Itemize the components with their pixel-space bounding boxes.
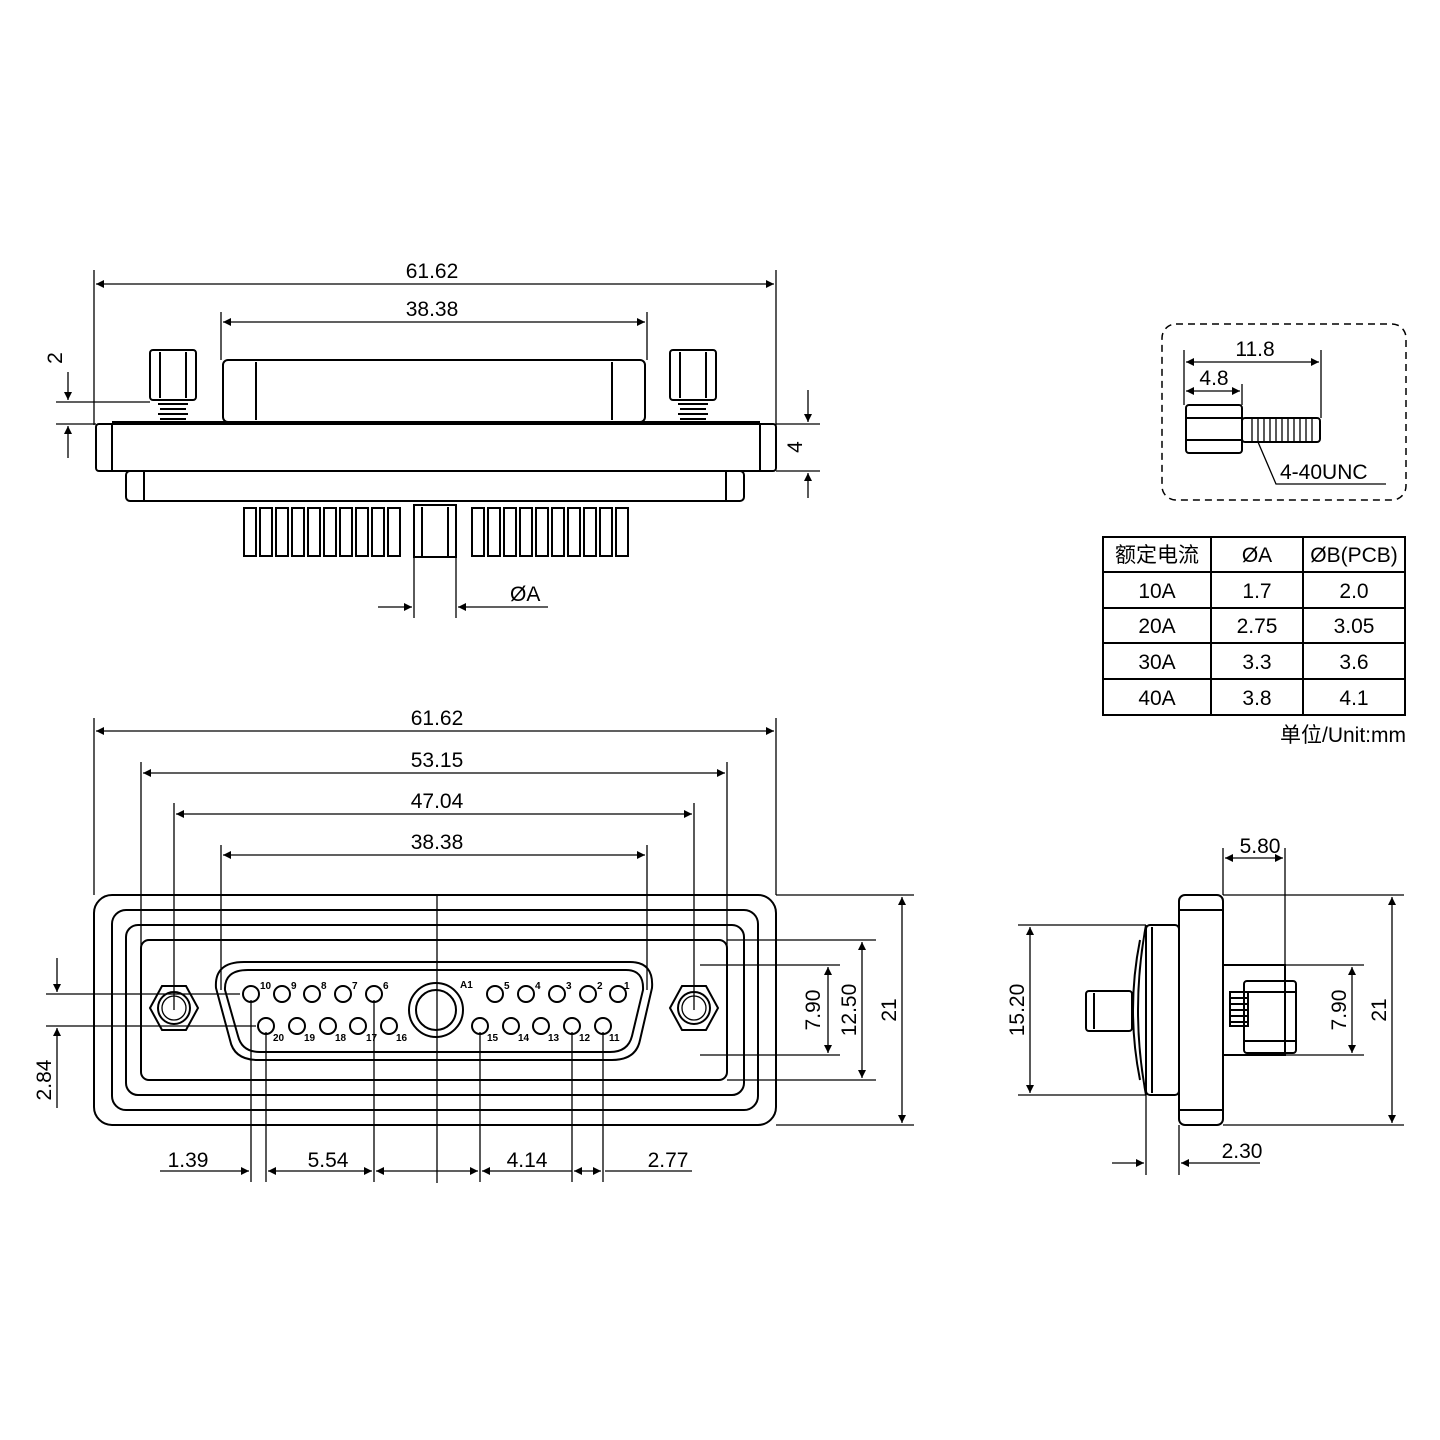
front-hole-span: 53.15 — [411, 749, 464, 772]
pin-label: 3 — [566, 981, 572, 992]
table-cell: 2.0 — [1339, 580, 1368, 603]
table-cell: 3.6 — [1339, 651, 1368, 674]
table-cell: 3.3 — [1242, 651, 1271, 674]
table-cell: 10A — [1138, 580, 1175, 603]
top-height-4: 4 — [784, 441, 807, 453]
front-mount-span: 47.04 — [411, 790, 464, 813]
front-shell-width: 38.38 — [411, 831, 464, 854]
front-d-277: 2.77 — [648, 1149, 689, 1172]
table-cell: 3.05 — [1334, 615, 1375, 638]
table-cell: 2.75 — [1237, 615, 1278, 638]
side-d-580: 5.80 — [1240, 835, 1281, 858]
top-pin-dia: ØA — [510, 583, 540, 606]
pin-label: 20 — [273, 1033, 285, 1044]
table-cell: 1.7 — [1242, 580, 1271, 603]
unit-note: 单位/Unit:mm — [1280, 724, 1406, 747]
side-d-790: 7.90 — [1328, 990, 1351, 1031]
pin-label: 14 — [518, 1033, 530, 1044]
pin-label: 9 — [291, 981, 297, 992]
side-d-21: 21 — [1368, 998, 1391, 1021]
top-view: 61.62 38.38 — [44, 260, 820, 618]
table-cell: 30A — [1138, 651, 1175, 674]
screw-len-hex: 4.8 — [1199, 367, 1228, 390]
table-header-current: 额定电流 — [1115, 544, 1199, 567]
front-d-139: 1.39 — [168, 1149, 209, 1172]
pin-label: 8 — [321, 981, 327, 992]
table-cell: 3.8 — [1242, 687, 1271, 710]
pin-label: 2 — [597, 981, 603, 992]
pin-label: 6 — [383, 981, 389, 992]
top-shell-width: 38.38 — [406, 298, 459, 321]
front-d-554: 5.54 — [308, 1149, 349, 1172]
coax-label: A1 — [460, 980, 473, 991]
pin-label: 15 — [487, 1033, 499, 1044]
top-height-2: 2 — [44, 352, 67, 364]
front-view: 61.62 53.15 47.04 38.38 A1 — [33, 707, 914, 1183]
pin-label: 7 — [352, 981, 358, 992]
pin-label: 18 — [335, 1033, 347, 1044]
pin-label: 12 — [579, 1033, 591, 1044]
pin-label: 17 — [366, 1033, 378, 1044]
pin-label: 1 — [624, 981, 630, 992]
pin-label: 13 — [548, 1033, 560, 1044]
front-d-790: 7.90 — [802, 990, 825, 1031]
pin-label: 19 — [304, 1033, 316, 1044]
front-d-21: 21 — [878, 998, 901, 1021]
top-overall-width: 61.62 — [406, 260, 459, 283]
pin-label: 5 — [504, 981, 510, 992]
table-cell: 40A — [1138, 687, 1175, 710]
side-d-230: 2.30 — [1222, 1140, 1263, 1163]
table-cell: 20A — [1138, 615, 1175, 638]
front-overall-width: 61.62 — [411, 707, 464, 730]
pin-label: 4 — [535, 981, 541, 992]
front-d-1250: 12.50 — [838, 984, 861, 1037]
front-d-414: 4.14 — [507, 1149, 548, 1172]
table-header-dia-b: ØB(PCB) — [1310, 544, 1398, 567]
screw-len-total: 11.8 — [1235, 338, 1274, 361]
table-cell: 4.1 — [1339, 687, 1368, 710]
screw-detail: 11.8 4.8 4-40UNC — [1161, 323, 1407, 501]
pin-label: 11 — [609, 1033, 620, 1044]
table-header-dia-a: ØA — [1242, 544, 1272, 567]
side-d-1520: 15.20 — [1006, 984, 1029, 1037]
pin-label: 16 — [396, 1033, 408, 1044]
spec-table: 额定电流 ØA ØB(PCB) 10A 1.7 2.0 20A 2.75 3.0… — [1102, 536, 1406, 747]
pin-label: 10 — [260, 981, 272, 992]
side-view: 5.80 15.20 7.90 21 2.30 — [1006, 835, 1404, 1175]
screw-thread: 4-40UNC — [1280, 461, 1368, 484]
front-d-284: 2.84 — [33, 1059, 56, 1100]
